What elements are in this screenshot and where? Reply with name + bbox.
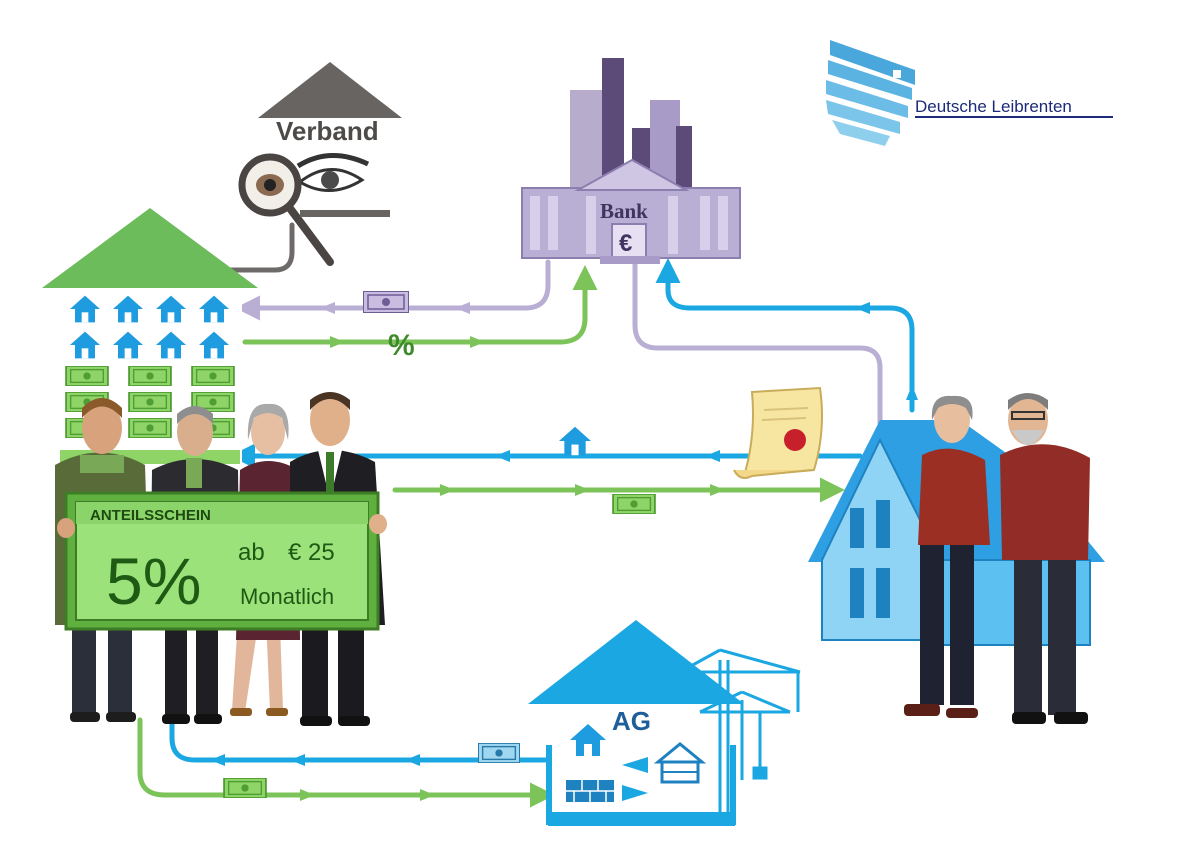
investor-building-roof (42, 208, 258, 288)
investor-building (42, 208, 258, 466)
percent-label: % (388, 329, 415, 362)
flow-ag-to-investors (169, 717, 548, 763)
senior-house-windows (850, 500, 890, 618)
scroll-icon (733, 386, 823, 479)
certificate-from-label: ab (238, 539, 265, 566)
bank-euro-symbol: € (619, 230, 632, 257)
banknote-icon (128, 366, 172, 386)
bank-columns (530, 196, 728, 254)
logo-building-icon (826, 40, 915, 146)
certificate-title: ANTEILSSCHEIN (90, 507, 211, 524)
flow-arrowheads (210, 302, 918, 801)
banknote-icon (478, 743, 520, 763)
brick-wall-icon (566, 780, 614, 802)
ag-arrow-right (622, 785, 648, 801)
flow-bank-to-house (632, 259, 883, 443)
certificate-period: Monatlich (240, 584, 334, 609)
bank-euro-door (611, 223, 647, 259)
flow-building-to-bank (242, 265, 598, 345)
senior-couple (904, 393, 1090, 724)
ag-arrow-left (622, 757, 648, 773)
certificate-rate: 5% (106, 544, 201, 618)
ag-label: AG (612, 706, 651, 736)
certificate: ANTEILSSCHEIN 5% ab € 25 Monatlich (57, 491, 387, 631)
banknote-icon (612, 494, 656, 514)
verband: Verband (238, 62, 402, 266)
verband-shelf (300, 210, 390, 217)
flow-building-to-verband (227, 222, 295, 273)
banknote-icon (191, 366, 235, 386)
banknote-icon (65, 366, 109, 386)
banknote-icon (363, 291, 409, 313)
senior-woman (904, 395, 990, 718)
ag-roof (528, 620, 744, 704)
verband-label: Verband (276, 116, 379, 146)
logo-text: Deutsche Leibrenten (915, 97, 1072, 116)
magnifier-icon (238, 153, 334, 266)
banknote-icon (128, 392, 172, 412)
certificate-title-band (76, 502, 368, 524)
flow-bank-to-building (235, 259, 551, 321)
verband-roof (258, 62, 402, 118)
banknote-icon (223, 778, 267, 798)
bank: Bank € (521, 58, 741, 264)
bank-pediment (574, 158, 690, 191)
ag-base (548, 812, 735, 826)
ag-building: AG (528, 620, 744, 826)
ag-right-wall (730, 745, 736, 825)
flow-house-to-bank (655, 258, 915, 413)
crane-icon (699, 690, 791, 780)
bank-label: Bank (600, 199, 648, 223)
ag-left-wall (546, 745, 552, 825)
house-icon (559, 426, 591, 456)
eye-icon (296, 153, 370, 192)
logo: Deutsche Leibrenten (826, 40, 1113, 146)
certificate-amount: € 25 (288, 539, 335, 566)
senior-man (1000, 393, 1090, 724)
bank-steps (600, 256, 660, 264)
crane-icon (679, 648, 801, 815)
banknote-icon (128, 418, 172, 438)
house-frame-icon (653, 742, 707, 784)
flow-investors-to-ag (137, 717, 555, 808)
